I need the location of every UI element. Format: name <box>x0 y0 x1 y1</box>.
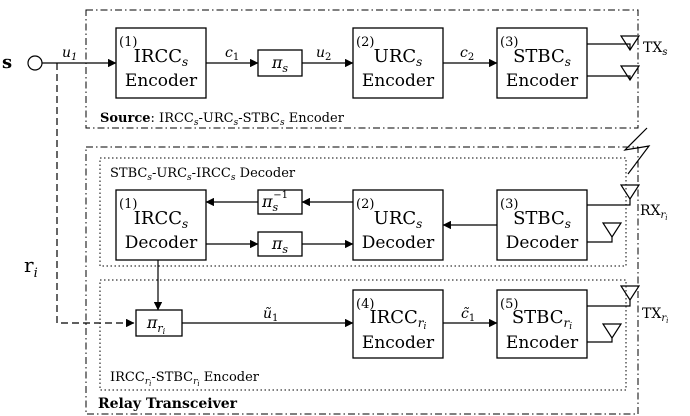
signal-u2: u2 <box>316 45 331 63</box>
stbc-ri-encoder-block <box>496 289 588 359</box>
ircc-ri-encoder-name: IRCCri <box>370 307 427 332</box>
urcs-decoder-role: Decoder <box>362 233 435 253</box>
relay-tx-antenna-icon <box>587 285 641 343</box>
relay-input-label: ri <box>24 253 38 281</box>
relay-tx-label: TXri <box>642 306 668 325</box>
urcs-encoder-role: Encoder <box>362 71 435 91</box>
ircc-ri-encoder-block <box>352 289 444 359</box>
stbcs-encoder-role: Encoder <box>506 71 579 91</box>
relay-section-caption: Relay Transceiver <box>98 396 238 412</box>
interleaver-pis-block <box>257 49 303 77</box>
relay-encoder-frame <box>99 279 627 391</box>
stbcs-decoder-name: STBCs <box>513 208 571 231</box>
source-tx-label: TXs <box>643 40 667 58</box>
irccs-decoder-number: (1) <box>119 197 137 212</box>
stbcs-decoder-role: Decoder <box>506 233 579 253</box>
source-input-label: s <box>2 52 12 73</box>
wireless-link-icon <box>623 127 651 175</box>
source-section-caption: Source: IRCCs-URCs-STBCs Encoder <box>100 111 345 128</box>
urcs-decoder-name: URCs <box>374 208 423 231</box>
irccs-encoder-number: (1) <box>119 35 137 50</box>
relay-rx-antenna-icon <box>587 184 641 243</box>
relay-frame <box>85 146 639 415</box>
irccs-encoder-name: IRCCs <box>134 46 188 69</box>
signal-u1-tilde: ũ1 <box>263 306 278 324</box>
ircc-ri-encoder-role: Encoder <box>362 333 435 353</box>
relay-decoder-caption: STBCs-URCs-IRCCs Decoder <box>110 166 296 183</box>
irccs-encoder-block <box>115 27 207 99</box>
stbcs-decoder-number: (3) <box>500 197 518 212</box>
signal-c2: c2 <box>460 45 474 63</box>
signal-u1: u1 <box>62 45 77 63</box>
signal-c1: c1 <box>225 45 239 63</box>
relay-decoder-frame <box>99 157 627 267</box>
irccs-decoder-block <box>115 189 207 261</box>
urcs-encoder-number: (2) <box>356 35 374 50</box>
source-tx-antenna-icon <box>587 35 641 82</box>
stbcs-encoder-number: (3) <box>500 35 518 50</box>
stbcs-encoder-block <box>496 27 588 99</box>
signal-c1-tilde: c̃1 <box>461 306 475 324</box>
irccs-decoder-role: Decoder <box>125 233 198 253</box>
stbc-ri-encoder-number: (5) <box>500 297 518 312</box>
ircc-ri-encoder-number: (4) <box>356 297 374 312</box>
relay-input-dashed-path <box>56 63 135 328</box>
urcs-encoder-block <box>352 27 444 99</box>
urcs-decoder-number: (2) <box>356 197 374 212</box>
relay-rx-label: RXri <box>640 203 668 222</box>
source-input-node <box>27 55 43 71</box>
stbcs-encoder-name: STBCs <box>513 46 571 69</box>
stbc-ri-encoder-role: Encoder <box>506 333 579 353</box>
deinterleaver-block <box>257 189 303 215</box>
interleaver-pri-block <box>135 309 183 337</box>
relay-encoder-caption: IRCCri-STBCri Encoder <box>110 370 260 388</box>
urcs-encoder-name: URCs <box>374 46 423 69</box>
irccs-decoder-name: IRCCs <box>134 208 188 231</box>
source-frame <box>85 9 639 129</box>
stbc-ri-encoder-name: STBCri <box>512 307 572 332</box>
irccs-encoder-role: Encoder <box>125 71 198 91</box>
